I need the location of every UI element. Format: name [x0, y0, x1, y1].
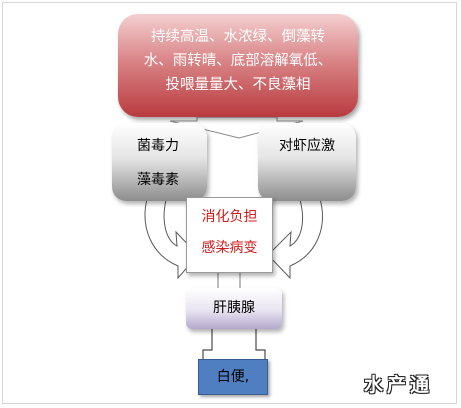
center-to-liver-connector — [217, 273, 241, 288]
effect-line-2: 感染病变 — [201, 240, 258, 256]
curved-arrow-right-icon — [267, 198, 323, 280]
cause-line-2: 水、雨转晴、底部溶解氧低、 — [143, 53, 333, 69]
diagram-frame — [2, 2, 457, 404]
hepatopancreas-box: 肝胰腺 — [186, 288, 282, 329]
toxin-line-1: 菌毒力 — [137, 138, 179, 154]
cause-line-3: 投喂量量大、不良藻相 — [165, 77, 311, 93]
toxin-box: 菌毒力 藻毒素 — [112, 123, 207, 201]
hepatopancreas-label: 肝胰腺 — [213, 300, 255, 316]
elbow-arrow-icon — [202, 329, 266, 359]
effect-box: 消化负担 感染病变 — [186, 197, 273, 273]
watermark-text: 水产通 — [364, 374, 434, 396]
toxin-line-2: 藻毒素 — [137, 172, 179, 188]
effect-line-1: 消化负担 — [201, 209, 258, 225]
cause-line-1: 持续高温、水浓绿、倒藻转 — [151, 29, 325, 45]
stress-box: 对虾应激 — [258, 123, 356, 201]
watermark-logo: 水产通 — [364, 370, 454, 400]
white-feces-label: 白便, — [216, 369, 250, 385]
stress-label: 对虾应激 — [279, 138, 335, 154]
cause-box-top: 持续高温、水浓绿、倒藻转 水、雨转晴、底部溶解氧低、 投喂量量大、不良藻相 — [118, 14, 358, 117]
white-feces-box: 白便, — [198, 359, 268, 395]
